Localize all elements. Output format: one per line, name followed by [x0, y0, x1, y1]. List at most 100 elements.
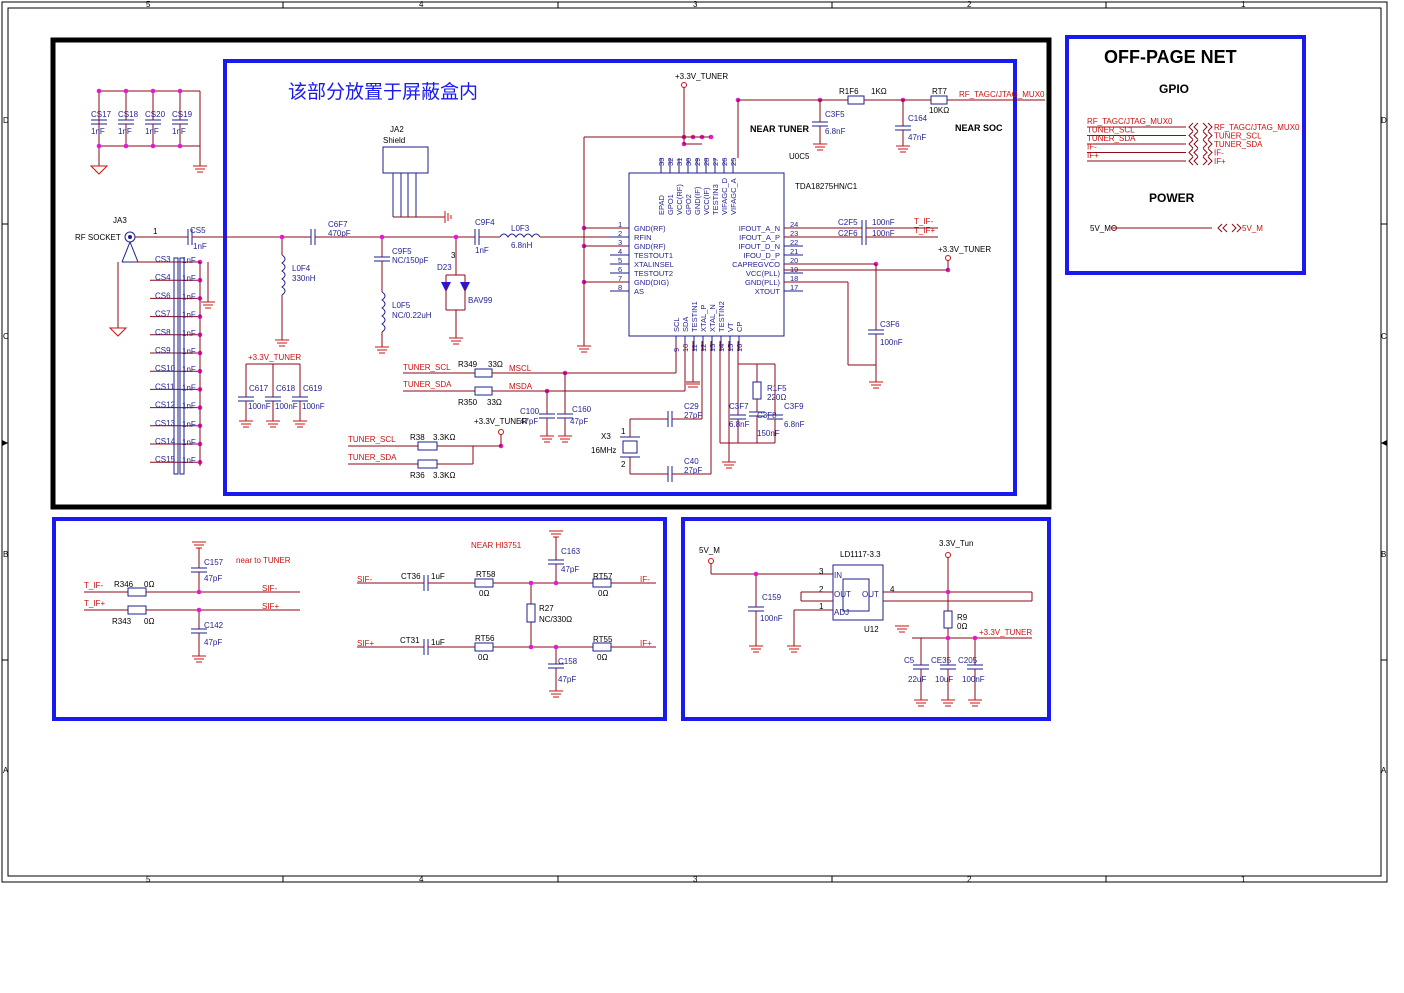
ground-icon — [549, 530, 563, 538]
offpage-connector-icon — [1188, 139, 1213, 149]
tuner-part: TDA18275HN/C1 — [795, 182, 858, 191]
junction-dot — [708, 134, 714, 140]
tuner-pin-name: GND(RF) — [634, 242, 666, 251]
ldo-pin-out: OUT — [862, 590, 879, 599]
cap-ref: CS6 — [155, 291, 171, 300]
c40-ref: C40 — [684, 457, 699, 466]
row-label: B — [1381, 550, 1386, 559]
near-hi-label: NEAR HI3751 — [471, 541, 522, 550]
tuner-pin-name: TESTIN2 — [717, 301, 726, 332]
cap-ref: C618 — [276, 384, 296, 393]
ground-icon — [193, 165, 207, 173]
tuner-pin-number: 27 — [711, 158, 720, 166]
tuner-pin-number: 2 — [618, 229, 622, 238]
c9f4-val: 1nF — [475, 246, 489, 255]
cs5-val: 1nF — [193, 242, 207, 251]
l0f5-val: NC/0.22uH — [392, 311, 432, 320]
junction-dot — [96, 143, 102, 149]
tuner-pin-number: 29 — [693, 158, 702, 166]
tuner-pin-name: AS — [634, 287, 644, 296]
offpage-net-right: IF- — [1214, 149, 1224, 158]
if-filter: C157 47pF near to TUNER T_IF- R346 0Ω SI… — [84, 530, 656, 698]
rt57-ref: RT57 — [593, 572, 613, 581]
power-port-icon — [945, 552, 951, 558]
arrow-left-icon — [1381, 440, 1387, 446]
cap-val: 1nF — [182, 256, 196, 265]
tuner-pin-number: 14 — [717, 344, 726, 352]
junction-dot — [150, 88, 156, 94]
ground-icon — [896, 145, 910, 153]
c3f9-ref: C3F9 — [784, 402, 804, 411]
junction-dot — [123, 143, 129, 149]
c3f6-val: 100nF — [880, 338, 903, 347]
row-label: A — [3, 766, 9, 775]
tuner-pin-name: VCC(RF) — [675, 184, 684, 215]
junction-dot — [945, 589, 951, 595]
offpage-title: OFF-PAGE NET — [1104, 47, 1237, 67]
tuner-pin-number: 13 — [708, 344, 717, 352]
c157-ref: C157 — [204, 558, 224, 567]
r1f6-val: 1KΩ — [871, 87, 887, 96]
cap-val: 100nF — [962, 675, 985, 684]
inductor-icon — [499, 233, 541, 238]
inductor-icon — [381, 291, 386, 333]
tuner-pin-number: 6 — [618, 265, 622, 274]
junction-dot — [753, 571, 759, 577]
r27-val: NC/330Ω — [539, 615, 572, 624]
ground-icon — [895, 625, 909, 633]
tuner-pin-name: GPO2 — [684, 194, 693, 215]
c159-val: 100nF — [760, 614, 783, 623]
r349-val: 33Ω — [488, 360, 503, 369]
offpage-net-right: RF_TAGC/JTAG_MUX0 — [1214, 123, 1300, 132]
tuner-pin-name: VIFAGC_D — [720, 177, 729, 215]
tuner-pin-number: 5 — [618, 256, 622, 265]
c9f4-ref: C9F4 — [475, 218, 495, 227]
tuner-pin-name: TESTOUT2 — [634, 269, 673, 278]
junction-dot — [553, 644, 559, 650]
ldo-block: 5V_M C159 100nF LD1117-3.3 IN OUT OUT AD… — [196, 539, 1033, 707]
net-rf-tagc: RF_TAGC/JTAG_MUX0 — [959, 90, 1045, 99]
l0f3-val: 6.8nH — [511, 241, 533, 250]
row-label: B — [3, 550, 8, 559]
cap-val: 1nF — [182, 420, 196, 429]
tuner-pin-number: 17 — [790, 283, 798, 292]
r346-val: 0Ω — [144, 580, 154, 589]
c6f7-val: 470pF — [328, 229, 351, 238]
ldo-ref: U12 — [864, 625, 879, 634]
offpage-connector-icon — [1188, 156, 1213, 166]
junction-dot — [528, 644, 534, 650]
x3-ref: X3 — [601, 432, 611, 441]
power-net-offpage: 5V_M — [1242, 224, 1263, 233]
l0f4-val: 330nH — [292, 274, 316, 283]
cap-val: 1nF — [182, 456, 196, 465]
net-tuner-sda: TUNER_SDA — [348, 453, 397, 462]
offpage-net-left: RF_TAGC/JTAG_MUX0 — [1087, 117, 1173, 126]
rt7-val: 10KΩ — [929, 106, 949, 115]
ct31-val: 1uF — [431, 638, 445, 647]
rt55-val: 0Ω — [597, 653, 607, 662]
tuner-pin-name: GND(IF) — [693, 186, 702, 215]
ground-icon — [968, 699, 982, 707]
power-port-icon — [498, 429, 504, 435]
c160-val: 47pF — [570, 417, 588, 426]
tuner-pin-number: 7 — [618, 274, 622, 283]
cap-val: 1nF — [182, 438, 196, 447]
tuner-pin-number: 1 — [618, 220, 622, 229]
c2f5-val: 100nF — [872, 218, 895, 227]
cap-val: 1nF — [182, 311, 196, 320]
net-sif-plus: SIF+ — [262, 602, 279, 611]
net-t-if-plus: T_IF+ — [84, 599, 105, 608]
offpage-net-left: TUNER_SCL — [1087, 126, 1135, 135]
tuner-pin-name: IFOUT_D_N — [738, 242, 780, 251]
col-label: 2 — [967, 0, 972, 9]
ct36-val: 1uF — [431, 572, 445, 581]
cap-val: 1nF — [182, 365, 196, 374]
tuner-pin-number: 3 — [618, 238, 622, 247]
net-tuner-scl: TUNER_SCL — [348, 435, 396, 444]
r38-ref: R38 — [410, 433, 425, 442]
tuner-pin-number: 30 — [684, 158, 693, 166]
tuner-pin-number: 32 — [666, 158, 675, 166]
c100-ref: C100 — [520, 407, 540, 416]
ldo-box — [681, 517, 1051, 721]
rf-socket-label: RF SOCKET — [75, 233, 121, 242]
